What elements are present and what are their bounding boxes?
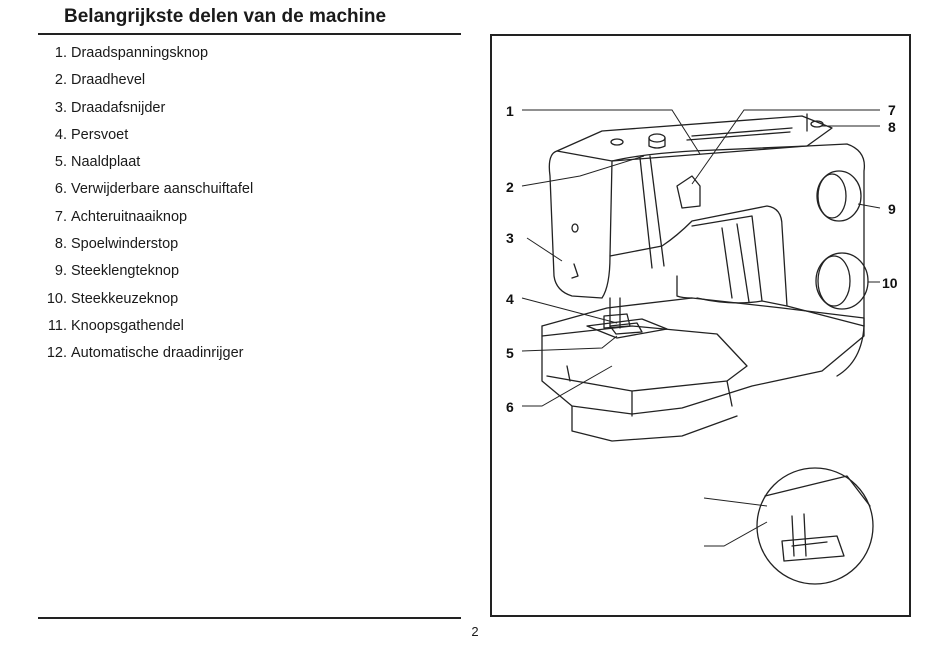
item-label: Draadspanningsknop — [71, 45, 208, 61]
item-label: Verwijderbare aanschuiftafel — [71, 181, 253, 197]
item-number: 1. — [38, 44, 67, 63]
item-number: 3. — [38, 99, 67, 118]
list-item: 4.Persvoet — [38, 126, 253, 153]
item-label: Steekkeuzeknop — [71, 291, 178, 307]
page-title: Belangrijkste delen van de machine — [64, 6, 386, 28]
list-item: 9.Steeklengteknop — [38, 262, 253, 289]
callout-9: 9 — [888, 201, 896, 217]
item-number: 6. — [38, 180, 67, 199]
callout-10: 10 — [882, 275, 898, 291]
item-number: 12. — [38, 344, 67, 363]
callout-3: 3 — [506, 230, 514, 246]
item-label: Draadafsnijder — [71, 100, 165, 116]
item-label: Draadhevel — [71, 72, 145, 88]
callout-5: 5 — [506, 345, 514, 361]
item-number: 7. — [38, 208, 67, 227]
footer-rule — [38, 617, 461, 619]
item-label: Steeklengteknop — [71, 263, 179, 279]
item-label: Automatische draadinrijger — [71, 345, 243, 361]
title-rule — [38, 33, 461, 35]
machine-figure: 1 2 3 4 5 6 7 8 9 10 — [490, 34, 911, 617]
list-item: 7.Achteruitnaaiknop — [38, 208, 253, 235]
callout-8: 8 — [888, 119, 896, 135]
item-number: 9. — [38, 262, 67, 281]
item-number: 4. — [38, 126, 67, 145]
list-item: 10.Steekkeuzeknop — [38, 290, 253, 317]
callout-6: 6 — [506, 399, 514, 415]
item-number: 2. — [38, 71, 67, 90]
item-label: Knoopsgathendel — [71, 318, 184, 334]
item-number: 10. — [38, 290, 67, 309]
list-item: 2.Draadhevel — [38, 71, 253, 98]
page-number: 2 — [0, 624, 950, 639]
list-item: 1.Draadspanningsknop — [38, 44, 253, 71]
item-label: Spoelwinderstop — [71, 236, 178, 252]
item-label: Achteruitnaaiknop — [71, 209, 187, 225]
parts-list: 1.Draadspanningsknop 2.Draadhevel 3.Draa… — [38, 44, 253, 372]
callout-2: 2 — [506, 179, 514, 195]
list-item: 8.Spoelwinderstop — [38, 235, 253, 262]
callout-7: 7 — [888, 102, 896, 118]
list-item: 5.Naaldplaat — [38, 153, 253, 180]
item-number: 5. — [38, 153, 67, 172]
callout-4: 4 — [506, 291, 514, 307]
item-label: Persvoet — [71, 127, 128, 143]
list-item: 3.Draadafsnijder — [38, 99, 253, 126]
sewing-machine-illustration: 1 2 3 4 5 6 7 8 9 10 — [492, 36, 909, 615]
item-number: 11. — [38, 317, 67, 336]
item-number: 8. — [38, 235, 67, 254]
callout-1: 1 — [506, 103, 514, 119]
item-label: Naaldplaat — [71, 154, 140, 170]
list-item: 6.Verwijderbare aanschuiftafel — [38, 180, 253, 207]
list-item: 11.Knoopsgathendel — [38, 317, 253, 344]
list-item: 12.Automatische draadinrijger — [38, 344, 253, 371]
